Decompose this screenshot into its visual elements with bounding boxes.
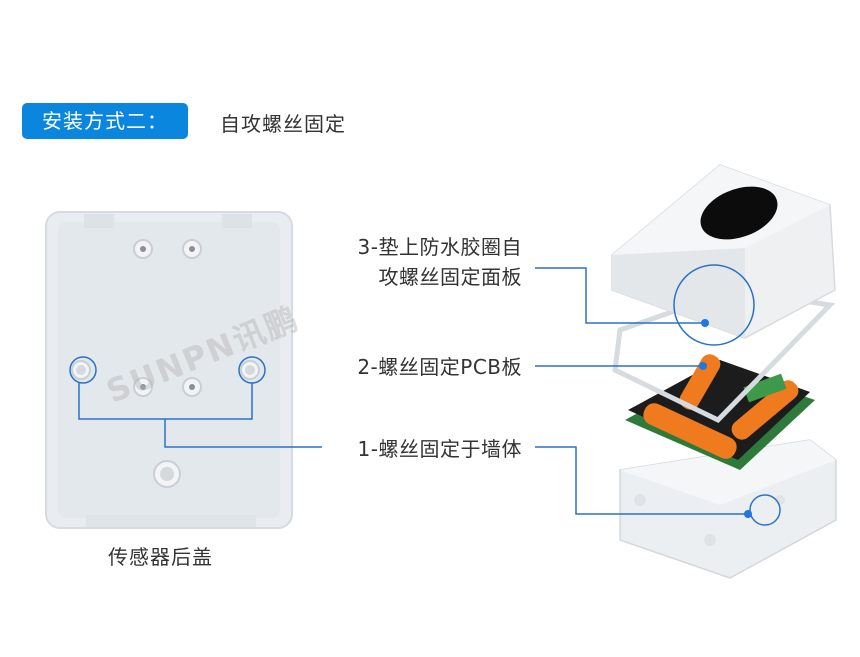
callout-2-label: 2-螺丝固定PCB板 [357,355,522,379]
callout-3-label: 3-垫上防水胶圈自 攻螺丝固定面板 [330,232,522,292]
back-cover-caption: 传感器后盖 [108,545,213,569]
callout-1-label: 1-螺丝固定于墙体 [357,437,522,461]
callout-3-line2: 攻螺丝固定面板 [378,265,522,289]
wall-screw-callout-lines [69,356,322,448]
exploded-assembly-image [611,164,837,579]
back-cover-image [45,211,293,529]
callout-3-line1: 3-垫上防水胶圈自 [357,235,522,259]
installation-method-badge: 安装方式二： [22,103,188,139]
callout-lines [535,264,781,526]
installation-method-title: 自攻螺丝固定 [220,112,346,136]
